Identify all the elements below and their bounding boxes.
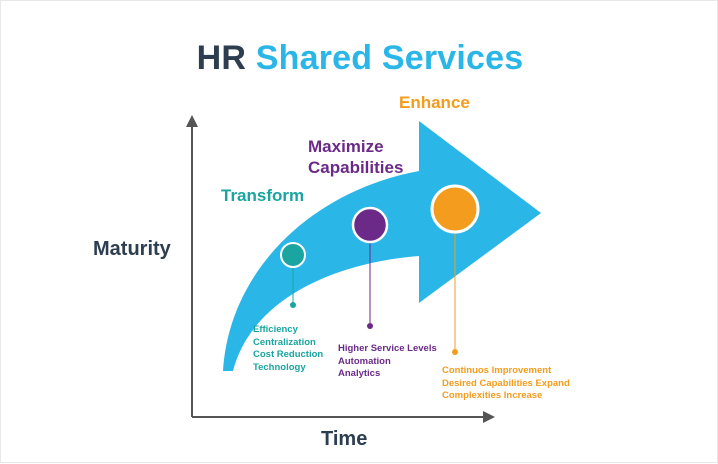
stage-maximize-label: Maximize Capabilities bbox=[308, 136, 403, 178]
y-axis-arrowhead bbox=[186, 115, 198, 127]
list-item: Continuos Improvement bbox=[442, 365, 552, 376]
enhance-connector-dot bbox=[452, 349, 458, 355]
stage-maximize-line1: Maximize bbox=[308, 137, 384, 156]
transform-item-list: Efficiency Centralization Cost Reduction… bbox=[253, 324, 323, 374]
y-axis-label: Maturity bbox=[93, 238, 171, 260]
x-axis-arrowhead bbox=[483, 411, 495, 423]
page-title: HR Shared Services bbox=[1, 39, 718, 78]
list-item: Technology bbox=[253, 361, 306, 373]
list-item: Automation bbox=[338, 355, 391, 367]
list-item: Centralization bbox=[253, 336, 316, 348]
transform-marker bbox=[280, 242, 306, 268]
list-item: Higher Service Levels bbox=[338, 343, 437, 354]
list-item: Analytics bbox=[338, 368, 381, 379]
stage-enhance-label: Enhance bbox=[399, 93, 470, 112]
enhance-item-list: Continuos Improvement Desired Capabiliti… bbox=[442, 365, 570, 403]
stage-maximize-line2: Capabilities bbox=[308, 158, 404, 177]
maximize-marker bbox=[351, 206, 389, 244]
enhance-marker bbox=[430, 184, 480, 234]
list-item: Cost Reduction bbox=[253, 349, 324, 360]
list-item: Desired Capabilities Expand bbox=[442, 377, 570, 389]
x-axis-label: Time bbox=[321, 428, 368, 450]
list-item: Complexities Increase bbox=[442, 390, 543, 401]
maximize-item-list: Higher Service Levels Automation Analyti… bbox=[338, 343, 437, 381]
list-item: Efficiency bbox=[253, 324, 298, 335]
transform-connector-dot bbox=[290, 302, 296, 308]
title-part-shared-services: Shared Services bbox=[255, 39, 524, 77]
stage-transform-label: Transform bbox=[221, 186, 305, 205]
title-part-hr: HR bbox=[196, 39, 247, 77]
growth-arrow bbox=[223, 121, 541, 371]
maximize-connector-dot bbox=[367, 323, 373, 329]
